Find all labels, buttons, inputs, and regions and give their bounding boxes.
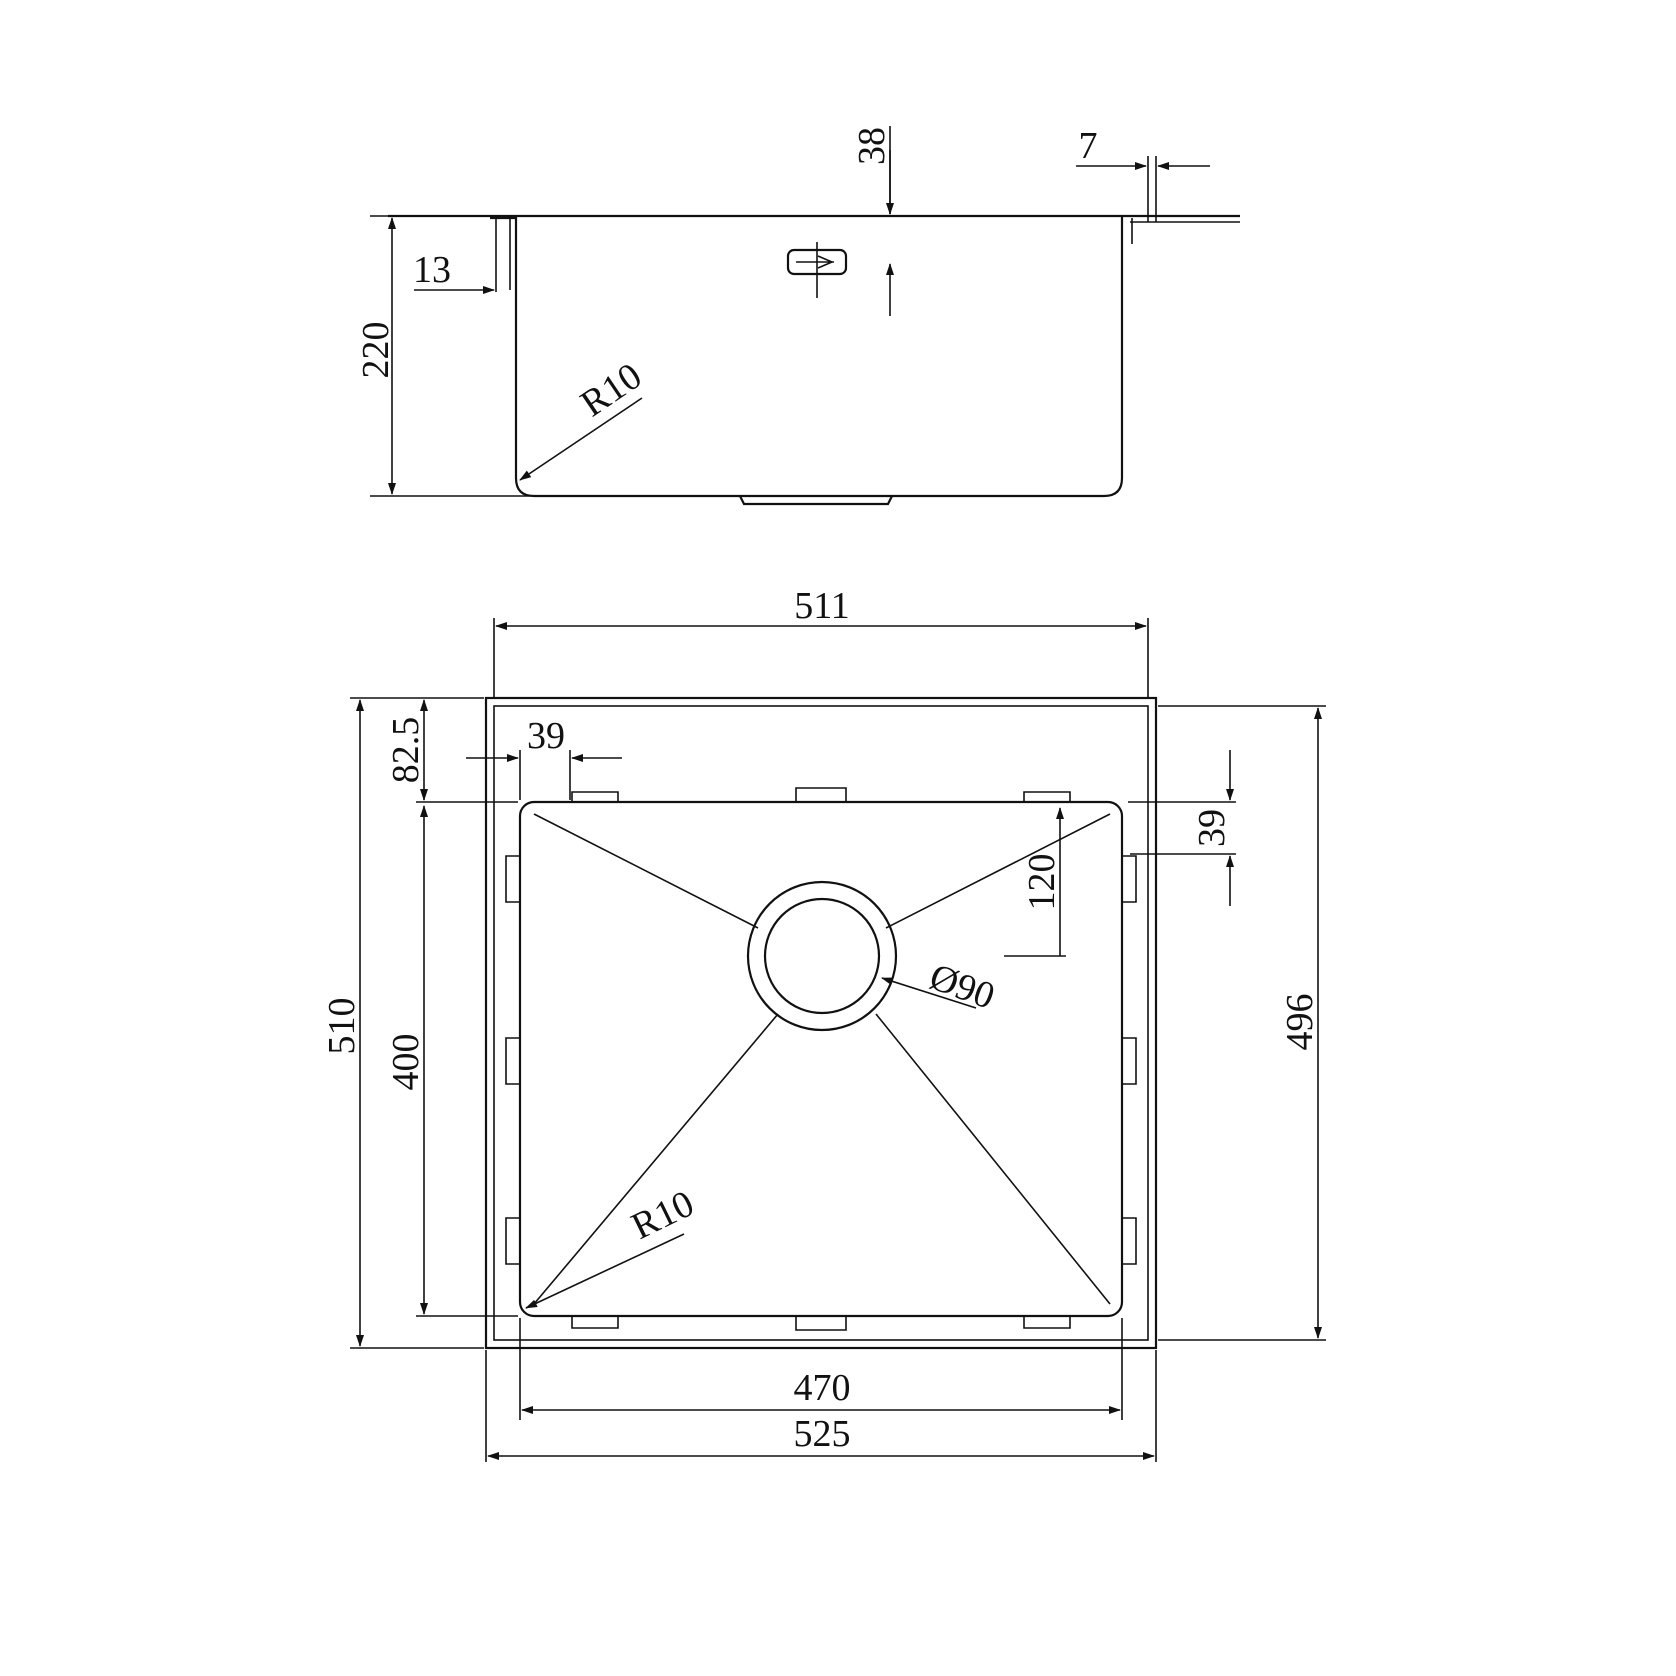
mounting-clips xyxy=(505,787,1137,1331)
top-view: 511 510 82.5 400 39 120 39 496 xyxy=(321,585,1326,1462)
side-view: 220 13 38 7 R10 xyxy=(355,125,1240,506)
side-radius-label: R10 xyxy=(573,355,649,425)
drain-inner xyxy=(763,897,881,1015)
bowl-depth-label: 400 xyxy=(385,1034,427,1091)
drain-diameter-label: Ø90 xyxy=(924,956,1000,1018)
bowl-inset-label: 39 xyxy=(527,715,565,757)
overall-width-label: 525 xyxy=(794,1413,851,1455)
bowl-radius-label: R10 xyxy=(625,1182,700,1248)
depth-label: 220 xyxy=(355,322,397,379)
outer-height-label: 496 xyxy=(1279,994,1321,1051)
outer-width-label: 511 xyxy=(794,585,850,627)
drain-outer xyxy=(746,880,898,1032)
flange-offset-label: 82.5 xyxy=(385,717,427,784)
side-inset-label: 39 xyxy=(1191,809,1233,847)
flange-thickness-label: 7 xyxy=(1079,125,1098,167)
drain-offset-label: 120 xyxy=(1021,854,1063,911)
total-length-label: 510 xyxy=(321,998,363,1055)
lip-label: 13 xyxy=(413,249,451,291)
top-offset-label: 38 xyxy=(851,127,893,165)
bowl-width-label: 470 xyxy=(794,1367,851,1409)
